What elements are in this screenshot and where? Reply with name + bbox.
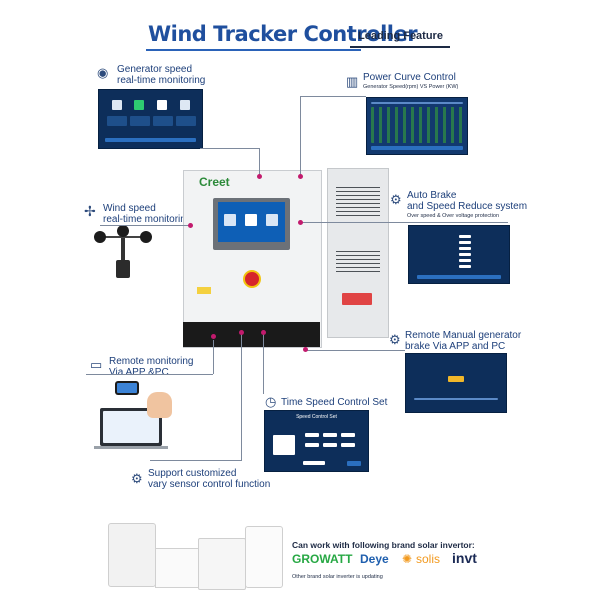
callout-dot <box>298 174 303 179</box>
feature-remote-monitoring: Remote monitoring Via APP &PC <box>109 356 193 378</box>
connector-line <box>241 334 242 460</box>
feature-line: Via APP &PC <box>109 367 169 378</box>
feature-generator-speed: Generator speed real-time monitoring <box>117 64 205 86</box>
feature-remote-manual: Remote Manual generator brake Via APP an… <box>405 330 521 352</box>
inverter-image <box>198 538 246 590</box>
callout-dot <box>298 220 303 225</box>
feature-line: Remote monitoring <box>109 356 194 367</box>
footer-heading: Can work with following brand solar inve… <box>292 540 475 550</box>
feature-line: Support customized <box>148 468 237 479</box>
connector-line <box>213 340 214 374</box>
feature-time-speed: Time Speed Control Set <box>281 397 388 408</box>
brand-deye: Deye <box>360 552 389 566</box>
feature-auto-brake-subtitle: Over speed & Over voltage protection <box>407 213 500 219</box>
callout-dot <box>239 330 244 335</box>
feature-line: Auto Brake <box>407 190 457 201</box>
connector-line <box>305 350 405 351</box>
feature-wind-speed: Wind speed real-time monitoring <box>103 203 191 225</box>
inverter-image <box>245 526 283 588</box>
gear-icon: ⚙ <box>389 332 401 347</box>
anemometer-image <box>94 225 152 278</box>
feature-power-curve-subtitle: Generator Speed(rpm) VS Power (KW) <box>363 84 459 90</box>
callout-dot <box>211 334 216 339</box>
hand-image <box>147 392 172 418</box>
remote-brake-screen <box>405 353 507 413</box>
leading-feature-tag: Leading Feature <box>358 30 443 42</box>
brand-solis: solis <box>416 552 441 566</box>
tag-underline <box>350 46 450 48</box>
connector-line <box>300 222 508 223</box>
feature-line: real-time monitoring <box>103 214 192 225</box>
laptop-image <box>100 408 162 446</box>
connector-line <box>300 96 301 176</box>
connector-line <box>100 225 190 226</box>
feature-line: Remote Manual generator <box>405 330 522 341</box>
feature-line: Generator speed <box>117 64 193 75</box>
feature-line: real-time monitoring <box>117 75 206 86</box>
feature-line: Wind speed <box>103 203 156 214</box>
feature-line: and Speed Reduce system <box>407 201 528 212</box>
laptop-icon: ▭ <box>90 357 103 372</box>
time-speed-screen: Speed Control Set <box>264 410 369 472</box>
gauge-icon: ◉ <box>97 65 109 80</box>
gear-icon: ⚙ <box>390 192 402 207</box>
page-title: Wind Tracker Controller <box>148 22 418 46</box>
brand-invt: invt <box>452 550 477 566</box>
connector-line <box>259 148 260 176</box>
feature-line: vary sensor control function <box>148 479 271 490</box>
brand-growatt: GROWATT <box>292 552 353 566</box>
callout-dot <box>188 223 193 228</box>
generator-monitor-screen <box>98 89 203 149</box>
emergency-stop-button <box>243 270 261 288</box>
bar-chart-icon: ▥ <box>346 74 359 89</box>
inverter-image <box>155 548 202 588</box>
inverter-image <box>108 523 156 587</box>
callout-dot <box>261 330 266 335</box>
feature-power-curve-title: Power Curve Control <box>363 72 456 83</box>
feature-line: brake Via APP and PC <box>405 341 506 352</box>
connector-line <box>150 460 242 461</box>
phone-image <box>115 381 139 395</box>
connector-line <box>263 334 264 394</box>
power-curve-screen <box>366 97 468 155</box>
connector-line <box>86 374 213 375</box>
connector-line <box>200 148 260 149</box>
connector-line <box>300 96 366 97</box>
hmi-screen <box>218 202 285 242</box>
feature-sensor: Support customized vary sensor control f… <box>148 468 270 490</box>
sun-icon: ✺ <box>402 552 413 566</box>
callout-dot <box>303 347 308 352</box>
clock-icon: ◷ <box>265 394 277 409</box>
cabinet-base <box>183 322 320 347</box>
warning-label <box>197 287 211 294</box>
callout-dot <box>257 174 262 179</box>
footer-note: Other brand solar inverter is updating <box>292 574 383 580</box>
auto-brake-screen <box>408 225 510 284</box>
gear-icon: ⚙ <box>131 471 143 486</box>
brake-resistor <box>327 168 389 338</box>
laptop-base <box>94 446 168 449</box>
title-underline <box>146 49 361 51</box>
cabinet-brand: Creet <box>199 175 230 189</box>
feature-auto-brake: Auto Brake and Speed Reduce system <box>407 190 527 212</box>
screen-title: Speed Control Set <box>296 414 337 420</box>
wind-turbine-icon: ✢ <box>84 203 96 219</box>
